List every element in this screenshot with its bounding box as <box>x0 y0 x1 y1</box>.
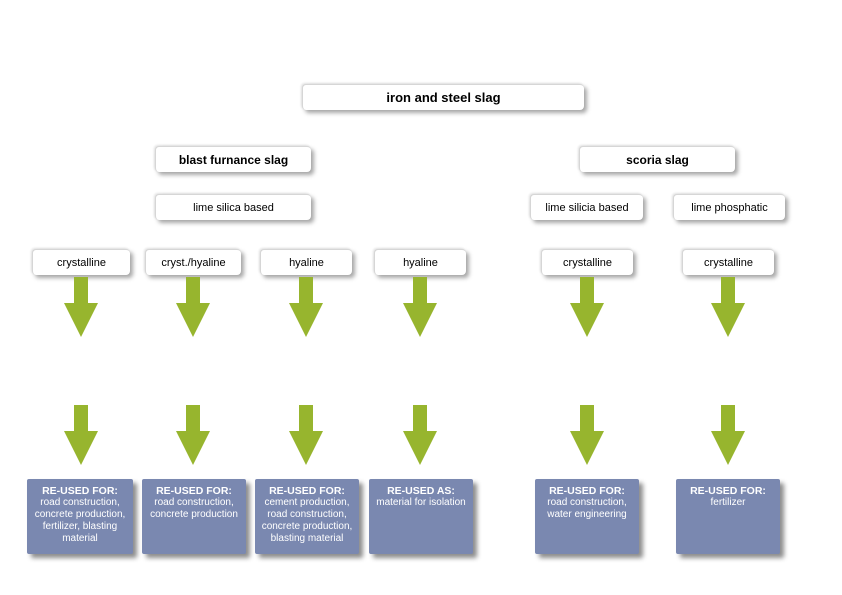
reuse-heading-2: RE-USED FOR: <box>156 485 232 497</box>
form-box-3: hyaline <box>260 249 352 275</box>
composition-lime-silica-label: lime silica based <box>193 201 274 214</box>
reuse-box-4: RE-USED AS: material for isolation <box>369 479 473 554</box>
form-label-2: cryst./hyaline <box>161 256 226 269</box>
composition-lime-silicia-label: lime silicia based <box>545 201 629 214</box>
reuse-uses-4: material for isolation <box>376 497 466 508</box>
form-box-5: crystalline <box>541 249 633 275</box>
root-node: iron and steel slag <box>302 84 584 110</box>
reuse-box-1: RE-USED FOR: road construction, concrete… <box>27 479 133 554</box>
reuse-uses-1: road construction, concrete production, … <box>34 497 126 544</box>
reuse-box-2: RE-USED FOR: road construction, concrete… <box>142 479 246 554</box>
reuse-heading-1: RE-USED FOR: <box>42 485 118 497</box>
form-label-4: hyaline <box>403 256 438 269</box>
form-box-2: cryst./hyaline <box>145 249 241 275</box>
composition-lime-phosphatic-label: lime phosphatic <box>691 201 768 214</box>
reuse-heading-5: RE-USED FOR: <box>549 485 625 497</box>
arrow-down-icon <box>403 405 437 465</box>
composition-lime-silicia: lime silicia based <box>530 194 643 220</box>
arrow-down-icon <box>289 277 323 337</box>
group-blast-furnace-label: blast furnance slag <box>178 152 289 167</box>
arrow-down-icon <box>64 277 98 337</box>
form-label-1: crystalline <box>57 256 106 269</box>
composition-lime-silica: lime silica based <box>155 194 311 220</box>
form-box-1: crystalline <box>32 249 130 275</box>
form-box-6: crystalline <box>682 249 774 275</box>
arrow-down-icon <box>570 277 604 337</box>
reuse-heading-3: RE-USED FOR: <box>269 485 345 497</box>
reuse-uses-3: cement production, road construction, co… <box>261 497 353 544</box>
reuse-box-6: RE-USED FOR: fertilizer <box>676 479 780 554</box>
arrow-down-icon <box>711 277 745 337</box>
form-label-6: crystalline <box>704 256 753 269</box>
group-scoria: scoria slag <box>579 146 735 172</box>
reuse-uses-2: road construction, concrete production <box>150 497 238 520</box>
root-label: iron and steel slag <box>386 90 501 105</box>
group-scoria-label: scoria slag <box>626 152 689 167</box>
arrow-down-icon <box>403 277 437 337</box>
reuse-heading-4: RE-USED AS: <box>387 485 455 497</box>
reuse-box-5: RE-USED FOR: road construction, water en… <box>535 479 639 554</box>
arrow-down-icon <box>289 405 323 465</box>
reuse-box-3: RE-USED FOR: cement production, road con… <box>255 479 359 554</box>
arrow-down-icon <box>570 405 604 465</box>
reuse-uses-5: road construction, water engineering <box>547 497 627 520</box>
arrow-down-icon <box>176 277 210 337</box>
arrow-down-icon <box>711 405 745 465</box>
form-label-5: crystalline <box>563 256 612 269</box>
composition-lime-phosphatic: lime phosphatic <box>673 194 785 220</box>
form-box-4: hyaline <box>374 249 466 275</box>
reuse-uses-6: fertilizer <box>710 497 746 508</box>
arrow-down-icon <box>64 405 98 465</box>
form-label-3: hyaline <box>289 256 324 269</box>
arrow-down-icon <box>176 405 210 465</box>
reuse-heading-6: RE-USED FOR: <box>690 485 766 497</box>
group-blast-furnace: blast furnance slag <box>155 146 311 172</box>
